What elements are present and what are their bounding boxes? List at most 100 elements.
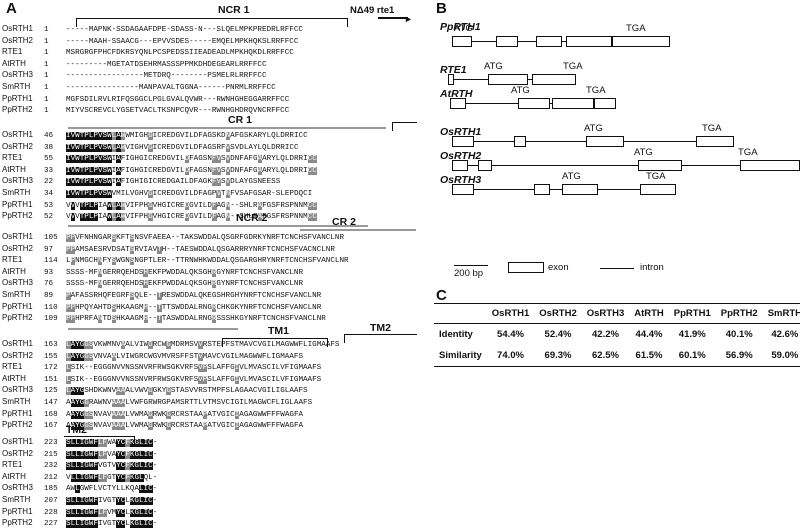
exon-box xyxy=(452,184,474,195)
sequence: IVWTPLPVSWLAWVIGHVGICREDGVILDFAGSRFVSVDL… xyxy=(66,143,299,152)
residue-start: 34 xyxy=(44,189,54,198)
column-header: SmRTH xyxy=(762,303,800,324)
stop-codon-label: TGA xyxy=(586,85,606,96)
start-codon-label: ATG xyxy=(454,23,473,34)
nd49-arrow xyxy=(378,17,408,19)
sequence: VLLIGWFLFGTYCFKGLQL- xyxy=(66,473,158,482)
residue-start: 97 xyxy=(44,245,54,254)
table-cell: 40.1% xyxy=(725,329,753,340)
sequence: PPVFNHNGARSKFTSNSVFAEEA--TAKSWDDALQSGRFG… xyxy=(66,234,345,242)
alignment-row: OsRTH1 163 LAYGGSVKWMNVAALVIWGRCWGMDRMSVVR… xyxy=(2,339,340,351)
table-cell: 56.9% xyxy=(715,345,763,367)
sequence: ---------MGETATDSEHRMASSSPPMKDHDEGEARLRR… xyxy=(66,60,267,69)
exon-box xyxy=(452,160,468,171)
sequence: MIYVSCREVCLYGSETVACLTKSNPCQVR---RWNHGHDR… xyxy=(66,107,290,116)
residue-start: 46 xyxy=(44,132,54,140)
species-name: AtRTH xyxy=(2,58,26,68)
stop-codon-label: TGA xyxy=(738,147,758,158)
residue-start: 227 xyxy=(44,520,58,529)
residue-start: 207 xyxy=(44,496,58,505)
species-name: PpRTH1 xyxy=(2,199,33,209)
exon-box xyxy=(452,136,474,147)
residue-start: 1 xyxy=(44,26,49,34)
gene-name: AtRTH xyxy=(440,88,473,100)
exon-box xyxy=(552,98,594,109)
residue-start: 105 xyxy=(44,234,58,242)
residue-start: 232 xyxy=(44,462,58,471)
residue-start: 38 xyxy=(44,143,54,152)
sequence: IVWTPLPVSWIAFIGHGICREDGVILDFAGSNFVSVDNFA… xyxy=(66,155,317,164)
species-name: AtRTH xyxy=(2,471,26,481)
species-name: AtRTH xyxy=(2,266,26,276)
exon-box xyxy=(532,74,576,85)
sequence: LAYGSHDKWNVAAALVWVGGKYGSTASVVRSTMPFSLAGA… xyxy=(66,387,308,396)
residue-start: 89 xyxy=(44,291,54,300)
intron-line xyxy=(466,165,798,166)
stop-codon-label: TGA xyxy=(563,61,583,72)
sequence: VVVTPLPIAWLAWVIFPHGVHGICREDGVILDFAGN--SH… xyxy=(66,201,317,210)
sequence: SLLIGWFLFVMYCLKGLIC- xyxy=(66,508,158,517)
sequence: LSIK--EGGGNVVNSSNVRFRWSGKVRFSVPSLAFFGIVL… xyxy=(66,364,322,373)
sequence: SSSS-MFNGERRQEHDSHEKFPWDDALQKSGHRGYNRFTC… xyxy=(66,280,304,289)
cr1-tail-bracket xyxy=(392,122,417,131)
stop-codon-label: TGA xyxy=(702,123,722,134)
region-ncr1-label: NCR 1 xyxy=(218,4,250,16)
species-name: OsRTH1 xyxy=(2,130,33,139)
species-name: OsRTH1 xyxy=(2,437,33,446)
residue-start: 1 xyxy=(44,72,49,81)
residue-start: 228 xyxy=(44,508,58,517)
tm2-bracket xyxy=(344,334,417,343)
sequence: LAYGGSVKWMNVAALVIWGRCWGMDRMSVVRSTEPFSTMA… xyxy=(66,341,340,349)
stop-codon-label: TGA xyxy=(626,23,646,34)
column-header: PpRTH1 xyxy=(668,303,716,324)
sequence: SLLIGWFLFVAYCFKGLIC- xyxy=(66,450,158,459)
alignment-block: OsRTH1 163 LAYGGSVKWMNVAALVIWGRCWGMDRMSVVR… xyxy=(2,339,340,432)
column-header xyxy=(434,303,487,324)
residue-start: 168 xyxy=(44,410,58,419)
species-name: RTE1 xyxy=(2,460,23,470)
species-name: OsRTH2 xyxy=(2,243,33,253)
residue-start: 212 xyxy=(44,473,58,482)
table-cell: 61.5% xyxy=(629,345,669,367)
species-name: PpRTH1 xyxy=(2,506,33,516)
species-name: PpRTH2 xyxy=(2,211,33,221)
legend-exon-label: exon xyxy=(548,262,569,273)
residue-start: 22 xyxy=(44,178,54,187)
sequence: SSSS-MFNGERRQEHDSHEKFPWDDALQKSGHRGYNRFTC… xyxy=(66,268,304,277)
legend-intron-line xyxy=(600,268,634,269)
alignment-row: AtRTH 212 VLLIGWFLFGTYCFKGLQL- xyxy=(2,472,157,484)
species-name: PpRTH2 xyxy=(2,313,33,323)
species-name: RTE1 xyxy=(2,255,23,265)
residue-start: 163 xyxy=(44,341,58,349)
alignment-row: PpRTH1 228 SLLIGWFLFVMYCLKGLIC- xyxy=(2,507,157,519)
column-header: PpRTH2 xyxy=(715,303,763,324)
sequence: -----MAAH-SSAACG---EPVVSDES-----EMQELMPK… xyxy=(66,37,299,46)
species-name: RTE1 xyxy=(2,362,23,372)
exon-box xyxy=(514,136,526,147)
cr1-line xyxy=(68,127,386,129)
species-name: OsRTH3 xyxy=(2,176,33,186)
species-name: OsRTH1 xyxy=(2,339,33,348)
cr2-cont-line xyxy=(68,328,238,330)
residue-start: 1 xyxy=(44,83,49,92)
